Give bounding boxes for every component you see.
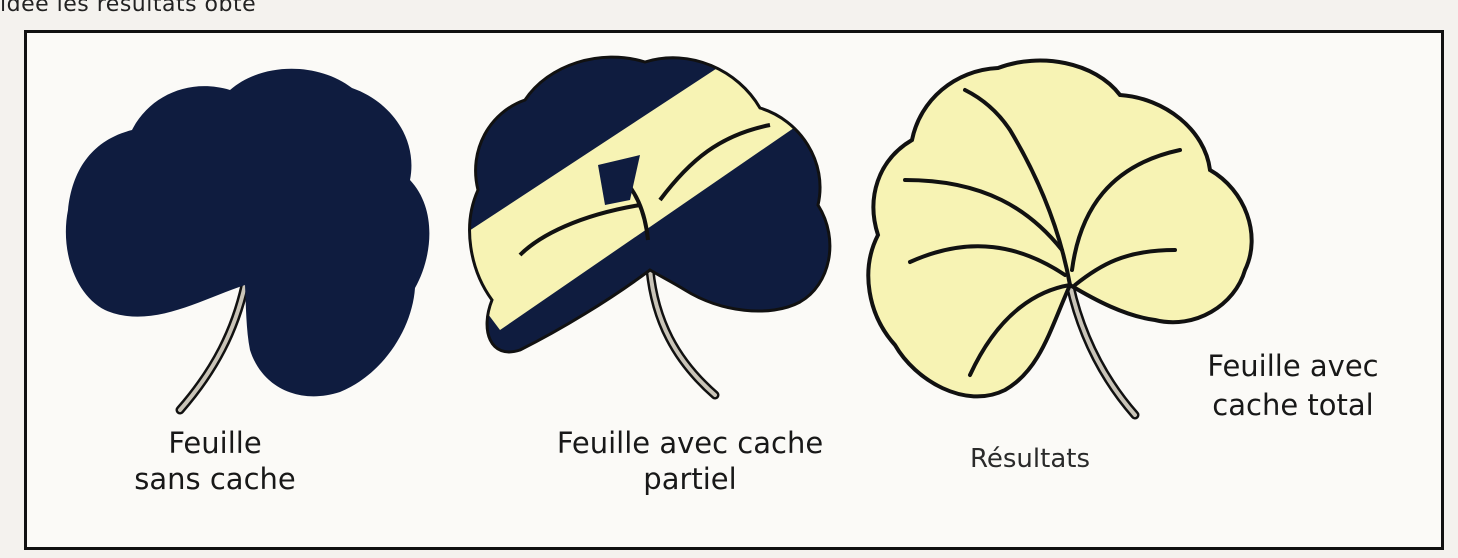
leaf-partial-mask	[440, 40, 870, 400]
caption-leaf-no-mask: Feuille sans cache	[120, 425, 310, 498]
leaf-no-mask	[66, 69, 430, 410]
leaf-no-mask-blade	[66, 69, 430, 397]
caption-leaf-partial-mask: Feuille avec cache partiel	[545, 425, 835, 498]
caption-results: Résultats	[945, 443, 1115, 476]
caption-leaf-total-mask: Feuille avec cache total	[1188, 347, 1398, 425]
